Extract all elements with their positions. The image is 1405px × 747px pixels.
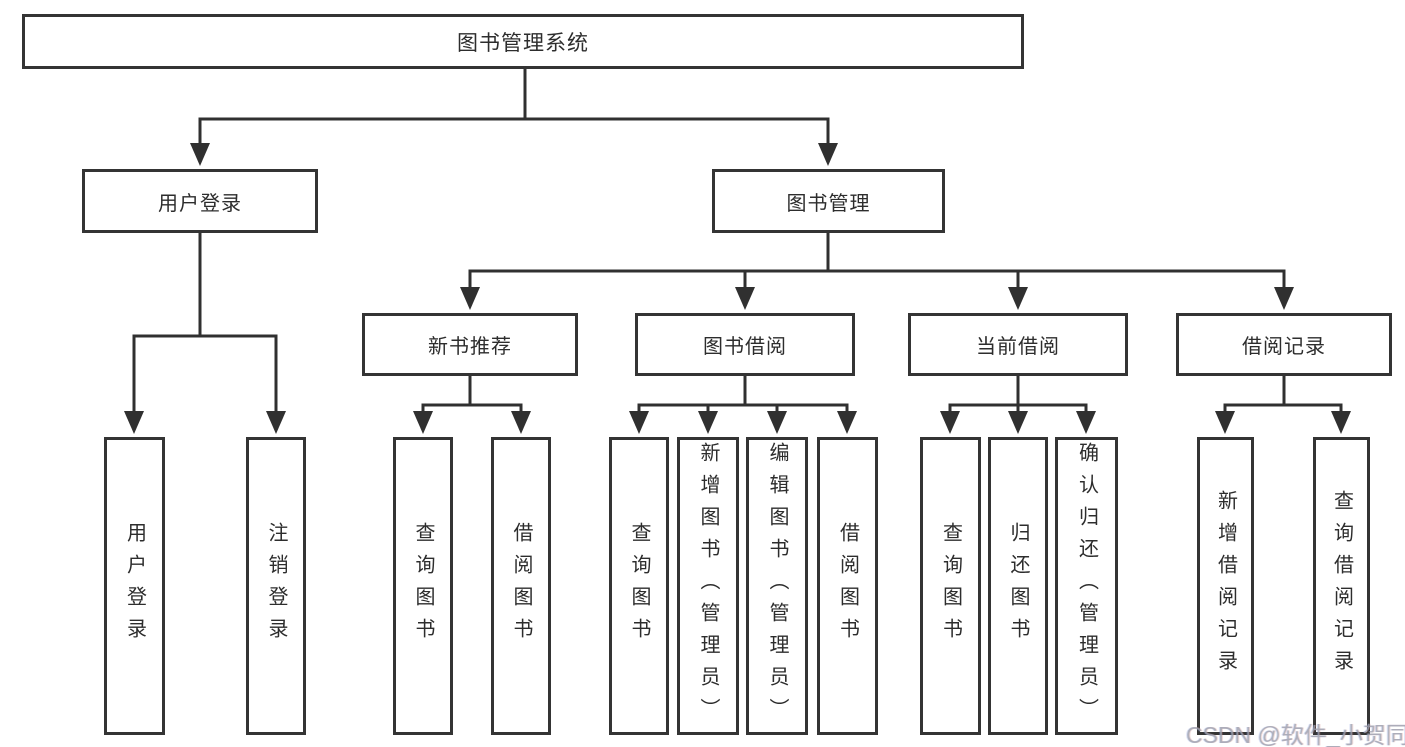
node-label: 新书推荐 — [428, 336, 512, 358]
node-label: 借阅图书 — [510, 522, 532, 650]
node-label: 用户登录 — [123, 522, 146, 650]
leaf-query-books-2: 查询图书 — [609, 437, 669, 735]
node-new-book-recommend: 新书推荐 — [362, 313, 578, 376]
node-book-management: 图书管理 — [712, 169, 945, 233]
node-label: 归还图书 — [1007, 522, 1029, 650]
node-label: 借阅记录 — [1242, 336, 1326, 358]
leaf-user-login: 用户登录 — [104, 437, 165, 735]
leaf-add-borrow-record: 新增借阅记录 — [1197, 437, 1254, 735]
node-label: 查询图书 — [412, 522, 434, 650]
leaf-query-books-3: 查询图书 — [920, 437, 981, 735]
node-label: 注销登录 — [265, 522, 287, 650]
node-label: 新增图书（管理员） — [697, 442, 719, 730]
node-label: 查询图书 — [939, 522, 962, 650]
node-label: 图书管理 — [786, 192, 871, 215]
leaf-edit-books-admin: 编辑图书（管理员） — [746, 437, 808, 735]
node-label: 借阅图书 — [836, 522, 859, 650]
node-label: 当前借阅 — [976, 336, 1060, 358]
leaf-return-books: 归还图书 — [988, 437, 1048, 735]
leaf-borrow-books-1: 借阅图书 — [491, 437, 551, 735]
leaf-confirm-return-admin: 确认归还（管理员） — [1055, 437, 1118, 735]
node-borrow-records: 借阅记录 — [1176, 313, 1392, 376]
leaf-query-borrow-record: 查询借阅记录 — [1313, 437, 1370, 735]
leaf-query-books-1: 查询图书 — [393, 437, 453, 735]
node-library-management-system: 图书管理系统 — [22, 14, 1024, 69]
node-book-borrow: 图书借阅 — [635, 313, 855, 376]
node-current-borrow: 当前借阅 — [908, 313, 1128, 376]
node-user-login: 用户登录 — [82, 169, 318, 233]
node-label: 编辑图书（管理员） — [766, 442, 788, 730]
node-label: 图书管理系统 — [457, 31, 589, 55]
node-label: 用户登录 — [158, 192, 242, 215]
node-label: 确认归还（管理员） — [1075, 442, 1098, 730]
leaf-add-books-admin: 新增图书（管理员） — [677, 437, 739, 735]
node-label: 图书借阅 — [703, 336, 787, 358]
node-label: 查询借阅记录 — [1330, 490, 1353, 682]
node-label: 新增借阅记录 — [1214, 490, 1237, 682]
leaf-borrow-books-2: 借阅图书 — [817, 437, 878, 735]
node-label: 查询图书 — [628, 522, 650, 650]
leaf-logout: 注销登录 — [246, 437, 306, 735]
